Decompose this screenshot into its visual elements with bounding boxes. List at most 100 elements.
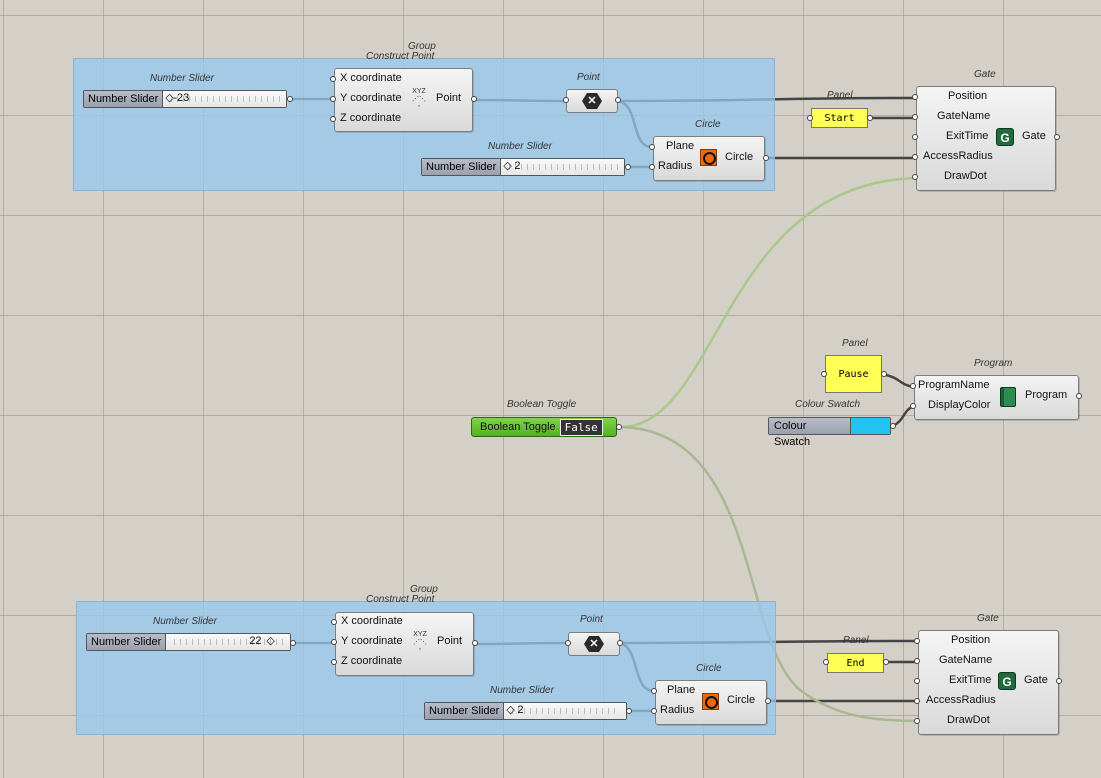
slider-name: Number Slider [422, 159, 502, 175]
output-grip[interactable] [890, 423, 896, 429]
number-slider-x[interactable]: Number Slider 22 ◇ [86, 633, 291, 651]
input-grip[interactable] [330, 116, 336, 122]
input-grip[interactable] [649, 164, 655, 170]
output-grip[interactable] [616, 424, 622, 430]
gate-title: Gate [977, 613, 999, 624]
input-grip[interactable] [331, 619, 337, 625]
output-grip[interactable] [867, 115, 873, 121]
number-slider-x[interactable]: Number Slider -23 ◇ [83, 90, 287, 108]
boolean-toggle[interactable]: Boolean Toggle False [471, 417, 617, 437]
input-grip[interactable] [330, 76, 336, 82]
output-grip[interactable] [625, 164, 631, 170]
drawdot-label: DrawDot [944, 170, 987, 182]
wire [892, 404, 915, 428]
input-grip[interactable] [914, 698, 920, 704]
output-grip[interactable] [765, 698, 771, 704]
construct-point-component[interactable] [335, 612, 474, 676]
slider-track[interactable]: -23 ◇ [163, 91, 286, 107]
panel-pause[interactable]: Pause [825, 355, 882, 393]
panel-end[interactable]: End [827, 653, 884, 673]
output-grip[interactable] [1056, 678, 1062, 684]
output-grip[interactable] [290, 640, 296, 646]
book-icon [1000, 387, 1016, 407]
point-param[interactable]: ✕ [568, 632, 620, 656]
input-grip[interactable] [331, 659, 337, 665]
input-grip[interactable] [649, 144, 655, 150]
input-grip[interactable] [912, 174, 918, 180]
slider-value: 22 [249, 635, 262, 647]
output-grip[interactable] [471, 96, 477, 102]
exittime-label: ExitTime [949, 674, 992, 686]
input-grip[interactable] [910, 383, 916, 389]
plane-label: Plane [666, 140, 695, 152]
input-y-label: Y coordinate [341, 635, 403, 647]
number-slider-radius[interactable]: Number Slider ◇ 2 [424, 702, 627, 720]
output-grip[interactable] [472, 640, 478, 646]
slider-handle-icon[interactable]: ◇ [506, 704, 515, 716]
input-grip[interactable] [651, 688, 657, 694]
input-grip[interactable] [912, 114, 918, 120]
slider-handle-icon[interactable]: ◇ [503, 160, 512, 172]
slider-title: Number Slider [150, 73, 214, 84]
input-grip[interactable] [823, 659, 829, 665]
input-grip[interactable] [912, 134, 918, 140]
input-grip[interactable] [821, 371, 827, 377]
point-title: Point [580, 614, 603, 625]
input-grip[interactable] [914, 658, 920, 664]
output-grip[interactable] [1076, 393, 1082, 399]
point-title: Point [577, 72, 600, 83]
panel-text: End [846, 657, 865, 669]
circle-title: Circle [695, 119, 721, 130]
input-grip[interactable] [910, 403, 916, 409]
drawdot-label: DrawDot [947, 714, 990, 726]
input-grip[interactable] [912, 154, 918, 160]
output-grip[interactable] [615, 97, 621, 103]
output-grip[interactable] [881, 371, 887, 377]
program-title: Program [974, 358, 1013, 369]
slider-track[interactable]: ◇ 2 [501, 159, 624, 175]
slider-name: Number Slider [87, 634, 167, 650]
output-grip[interactable] [883, 659, 889, 665]
input-grip[interactable] [651, 708, 657, 714]
gate-component[interactable] [916, 86, 1056, 191]
output-grip[interactable] [763, 155, 769, 161]
input-grip[interactable] [330, 96, 336, 102]
output-point-label: Point [437, 635, 463, 647]
input-grip[interactable] [565, 640, 571, 646]
input-grip[interactable] [912, 94, 918, 100]
exittime-label: ExitTime [946, 130, 989, 142]
input-grip[interactable] [807, 115, 813, 121]
input-x-label: X coordinate [341, 615, 403, 627]
input-grip[interactable] [914, 718, 920, 724]
output-grip[interactable] [1054, 134, 1060, 140]
output-grip[interactable] [617, 640, 623, 646]
slider-handle-icon[interactable]: ◇ [266, 635, 275, 647]
swatch-color-box[interactable] [850, 418, 890, 434]
input-grip[interactable] [914, 678, 920, 684]
position-label: Position [951, 634, 991, 646]
output-point-label: Point [436, 92, 462, 104]
input-grip[interactable] [563, 97, 569, 103]
gatename-label: GateName [937, 110, 991, 122]
slider-track[interactable]: 22 ◇ [166, 634, 290, 650]
input-z-label: Z coordinate [340, 112, 402, 124]
construct-point-title: Construct Point [366, 51, 435, 62]
accessradius-label: AccessRadius [923, 150, 993, 162]
plane-label: Plane [667, 684, 696, 696]
number-slider-radius[interactable]: Number Slider ◇ 2 [421, 158, 625, 176]
panel-title: Panel [827, 90, 853, 101]
input-grip[interactable] [914, 638, 920, 644]
slider-handle-icon[interactable]: ◇ [165, 92, 174, 104]
panel-start[interactable]: Start [811, 108, 868, 128]
slider-track[interactable]: ◇ 2 [504, 703, 626, 719]
gate-component[interactable] [918, 630, 1059, 735]
point-param[interactable]: ✕ [566, 89, 618, 113]
program-component[interactable] [914, 375, 1079, 420]
output-grip[interactable] [287, 96, 293, 102]
construct-point-component[interactable] [334, 68, 473, 132]
output-grip[interactable] [626, 708, 632, 714]
colour-swatch[interactable]: Colour Swatch [768, 417, 891, 448]
toggle-value[interactable]: False [559, 418, 603, 436]
input-grip[interactable] [331, 639, 337, 645]
